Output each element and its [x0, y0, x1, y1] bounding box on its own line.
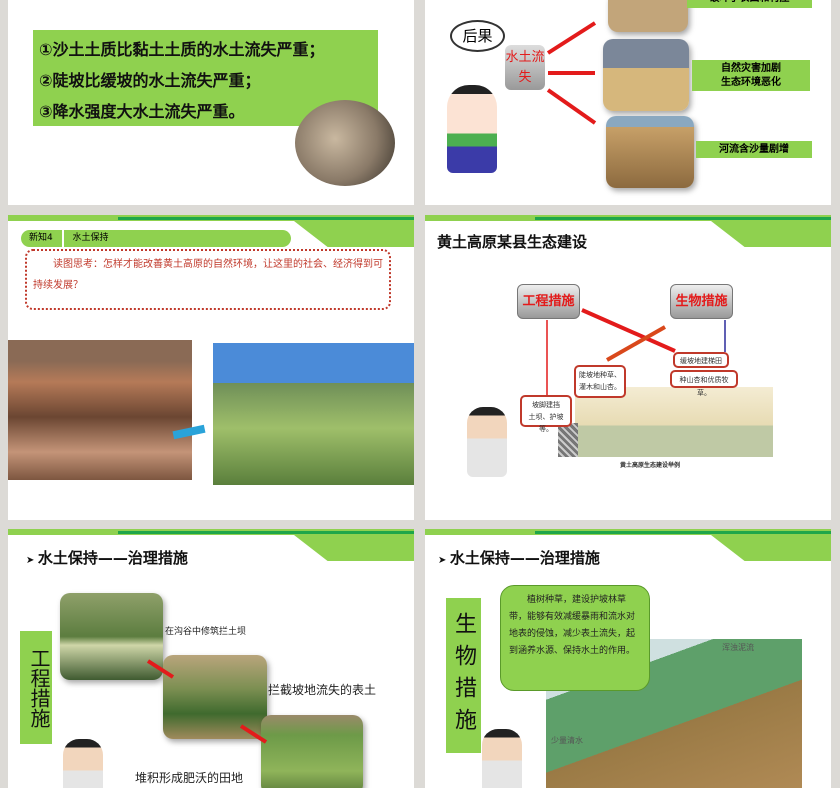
- caption-intercept: 拦截坡地流失的表土: [268, 683, 377, 697]
- factor-line: ③降水强度大水土流失严重。: [39, 102, 245, 121]
- slide-title: ➤ 水土保持——治理措施: [26, 547, 188, 568]
- result-label: 破坏了农田和村庄: [687, 0, 812, 8]
- slide-title: ➤ 水土保持——治理措施: [438, 547, 600, 568]
- result-label: 河流含沙量剧增: [696, 141, 812, 158]
- terrain-illustration: [575, 387, 773, 457]
- diagram-caption: 黄土高原生态建设举例: [620, 462, 681, 469]
- tag-number: 新知4: [29, 233, 53, 243]
- factors-box: ①沙土土质比黏土土质的水土流失严重； ②陡坡比缓坡的水土流失严重； ③降水强度大…: [33, 30, 378, 126]
- steep-slope-note: 陡坡地种草、 灌木和山杏。: [574, 365, 626, 398]
- engineering-measures-box: 工程措施: [517, 284, 580, 319]
- section-tag: 新知4 水土保持: [21, 230, 291, 247]
- farmland-photo: [608, 0, 688, 32]
- top-line: [118, 217, 414, 220]
- dam-note: 坡脚建挡 土坝、护坡等。: [520, 395, 572, 433]
- disaster-photo: [603, 39, 689, 111]
- red-arrows: [146, 659, 268, 744]
- gentle-slope-top-note: 缓坡地建梯田: [673, 352, 729, 368]
- top-line: [535, 531, 831, 534]
- bullet-arrow-icon: ➤: [26, 555, 38, 566]
- label-clear-water: 少量清水: [551, 736, 583, 745]
- teacher-character: [63, 739, 103, 788]
- slide-title-text: 水土保持——治理措施: [37, 549, 188, 567]
- top-line: [118, 531, 414, 534]
- loess-plateau-photo: [8, 340, 192, 480]
- terraced-green-photo: [213, 343, 414, 485]
- diagram-arrows: [546, 308, 726, 395]
- slide-title: 黄土高原某县生态建设: [437, 233, 588, 251]
- teacher-character: [482, 729, 522, 788]
- tag-title: 水土保持: [72, 233, 109, 243]
- factor-line: ①沙土土质比黏土土质的水土流失严重；: [39, 40, 325, 59]
- corner-decoration: [294, 221, 414, 247]
- top-line: [535, 217, 831, 220]
- soil-erosion-box: 水土流失: [505, 45, 545, 90]
- thought-bubble: 后果: [450, 20, 505, 52]
- slide-thumbnail-1[interactable]: ①沙土土质比黏土土质的水土流失严重； ②陡坡比缓坡的水土流失严重； ③降水强度大…: [8, 0, 414, 205]
- slide-thumbnail-6[interactable]: ➤ 水土保持——治理措施 生物措施 浑浊泥流 少量清水 植树种草，建设护坡林草带…: [425, 529, 831, 788]
- caption-check-dam: 在沟谷中修筑拦土坝: [165, 627, 247, 637]
- gentle-slope-note: 种山杏和优质牧草。: [670, 370, 738, 397]
- speech-bubble: 植树种草，建设护坡林草带，能够有效减缓暴雨和流水对地表的侵蚀，减少表土流失，起到…: [500, 585, 650, 691]
- result-label: 自然灾害加剧 生态环境恶化: [692, 60, 810, 91]
- question-box: 读图思考：怎样才能改善黄土高原的自然环境，让这里的社会、经济得到可持续发展？: [25, 249, 391, 310]
- river-photo: [295, 100, 395, 186]
- bullet-arrow-icon: ➤: [438, 555, 450, 566]
- arrows: [546, 21, 597, 125]
- fertile-field-photo: [261, 715, 363, 788]
- tag-divider: [61, 230, 64, 247]
- label-muddy-flow: 浑浊泥流: [722, 643, 754, 652]
- teacher-character: [467, 407, 507, 477]
- slide-thumbnail-3[interactable]: 新知4 水土保持 读图思考：怎样才能改善黄土高原的自然环境，让这里的社会、经济得…: [8, 215, 414, 520]
- river-photo: [606, 116, 694, 188]
- corner-decoration: [711, 535, 831, 561]
- slide-thumbnail-4[interactable]: 黄土高原某县生态建设 工程措施 生物措施 坡脚建挡 土坝、护坡等。 陡坡地种草、…: [425, 215, 831, 520]
- arrow-down: [546, 88, 597, 125]
- intercept-photo: [163, 655, 267, 739]
- dam-icon: [558, 423, 578, 457]
- caption-field: 堆积形成肥沃的田地: [135, 771, 244, 785]
- arrow-up: [546, 21, 597, 55]
- slide-title-text: 水土保持——治理措施: [449, 549, 600, 567]
- engineering-measures-label: 工程措施: [20, 631, 52, 744]
- slide-thumbnail-5[interactable]: ➤ 水土保持——治理措施 工程措施 在沟谷中修筑拦土坝 拦截坡地流失的表土 堆积…: [8, 529, 414, 788]
- biological-measures-box: 生物措施: [670, 284, 733, 319]
- slide-thumbnail-2[interactable]: 后果 水土流失 破坏了农田和村庄 自然灾害加剧 生态环境恶化 河流含沙量剧增: [425, 0, 831, 205]
- girl-character: [447, 85, 497, 173]
- biological-measures-label: 生物措施: [446, 598, 481, 753]
- check-dam-photo: [60, 593, 163, 680]
- factor-line: ②陡坡比缓坡的水土流失严重；: [39, 71, 261, 90]
